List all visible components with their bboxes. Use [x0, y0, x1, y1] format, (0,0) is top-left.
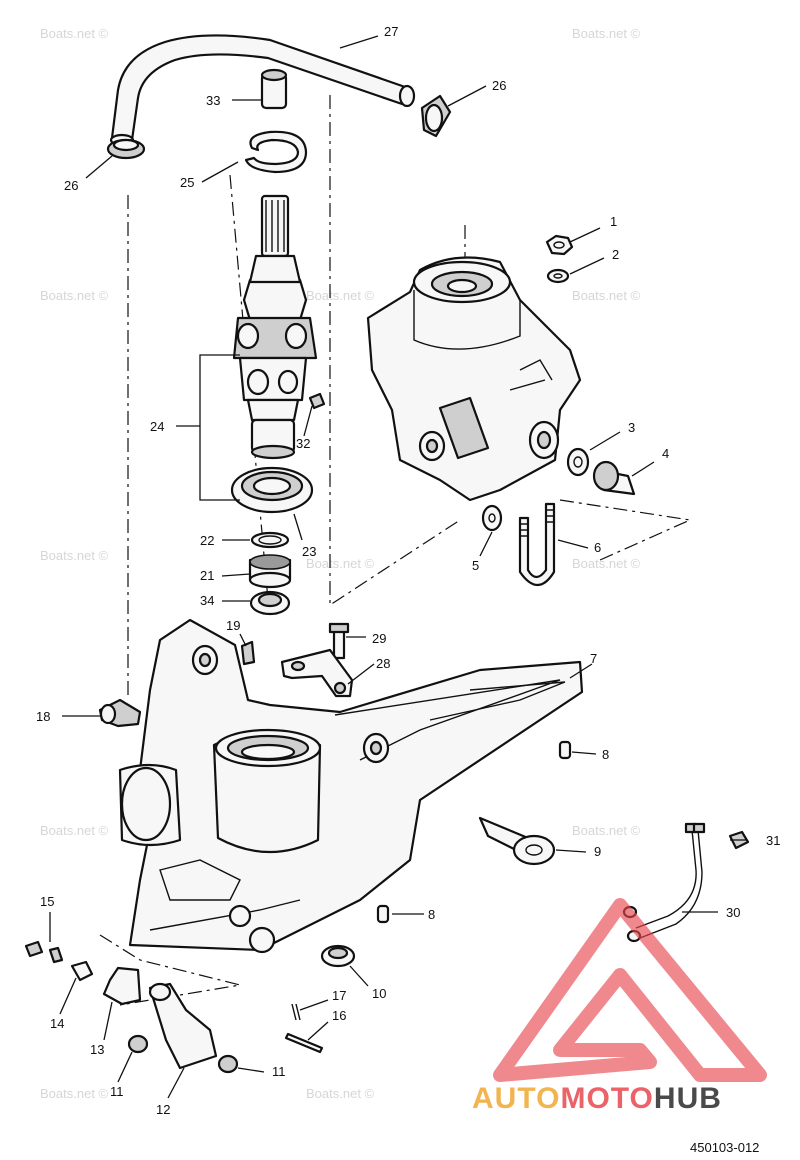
grease-fitting [308, 392, 326, 410]
callout-label: 24 [150, 419, 164, 434]
seal [249, 590, 291, 616]
o-ring [250, 531, 290, 549]
watermark-text: Boats.net © [40, 1086, 109, 1101]
callout-label: 13 [90, 1042, 104, 1057]
callout-label: 3 [628, 420, 635, 435]
brand-part-auto: AUTO [472, 1082, 560, 1115]
brand-part-moto: MOTO [560, 1082, 653, 1115]
gimbal-ring [118, 618, 584, 954]
bushing [217, 1054, 239, 1074]
callout-label: 32 [296, 436, 310, 451]
leader-lines [49, 35, 746, 1099]
bushing [248, 554, 292, 589]
callout-label: 28 [376, 656, 390, 671]
pivot-pin [592, 460, 636, 496]
watermark-text: Boats.net © [40, 823, 109, 838]
callout-label: 8 [602, 747, 609, 762]
watermark-text: Boats.net © [306, 556, 375, 571]
bushing [127, 1034, 149, 1054]
callout-label: 7 [590, 651, 597, 666]
callout-label: 18 [36, 709, 50, 724]
callout-label: 2 [612, 247, 619, 262]
callout-label: 26 [492, 78, 506, 93]
callout-label: 4 [662, 446, 669, 461]
clevis-pin [284, 1032, 324, 1054]
u-bolt [518, 502, 556, 587]
callout-label: 22 [200, 533, 214, 548]
callout-label: 19 [226, 618, 240, 633]
bushing [320, 944, 356, 968]
u-joint-shaft [232, 194, 318, 460]
bolt [328, 622, 350, 660]
gimbal-housing [366, 256, 582, 502]
brand-part-hub: HUB [654, 1082, 722, 1115]
triangle-logo-icon [493, 898, 767, 1082]
elbow-fitting [98, 698, 142, 728]
bracket [148, 982, 218, 1070]
callout-label: 29 [372, 631, 386, 646]
callout-label: 11 [110, 1084, 124, 1099]
callout-label: 21 [200, 568, 214, 583]
brand-watermark: AUTOMOTOHUB [472, 898, 767, 1115]
watermark-text: Boats.net © [40, 288, 109, 303]
pivot-pin [478, 816, 556, 866]
steering-clamp [280, 648, 354, 698]
callout-label: 16 [332, 1008, 346, 1023]
watermark-text: Boats.net © [572, 26, 641, 41]
washer [481, 504, 503, 532]
callout-label: 30 [726, 905, 740, 920]
callout-label: 23 [302, 544, 316, 559]
lock-washer [546, 268, 570, 284]
snap-ring [244, 130, 308, 174]
callout-label: 8 [428, 907, 435, 922]
callout-label: 34 [200, 593, 214, 608]
watermark-text: Boats.net © [306, 1086, 375, 1101]
cap [260, 68, 288, 110]
catalog-number: 450103-012 [690, 1140, 759, 1155]
watermark-text: Boats.net © [572, 556, 641, 571]
callout-label: 17 [332, 988, 346, 1003]
fitting [70, 960, 94, 982]
pin [376, 904, 390, 924]
pin [558, 740, 572, 760]
callout-label: 11 [272, 1064, 286, 1079]
callout-label: 14 [50, 1016, 64, 1031]
watermark-text: Boats.net © [40, 26, 109, 41]
brand-wordmark: AUTOMOTOHUB [472, 1082, 722, 1115]
watermark-text: Boats.net © [572, 288, 641, 303]
callout-label: 6 [594, 540, 601, 555]
callout-label: 10 [372, 986, 386, 1001]
trim-sender-switch [102, 966, 142, 1006]
grease-fitting [240, 640, 256, 666]
bearing [230, 466, 314, 514]
cotter-pin [291, 1003, 301, 1021]
washer [566, 447, 590, 477]
callout-label: 1 [610, 214, 617, 229]
watermark-text: Boats.net © [40, 548, 109, 563]
hose-clamp [106, 138, 146, 160]
callout-label: 26 [64, 178, 78, 193]
callout-label: 12 [156, 1102, 170, 1117]
callout-label: 9 [594, 844, 601, 859]
callout-label: 33 [206, 93, 220, 108]
screw [24, 940, 64, 964]
callout-labels: 1 2 3 4 5 6 7 8 8 9 10 11 11 12 13 14 15… [36, 24, 780, 1117]
callout-label: 25 [180, 175, 194, 190]
watermark-text: Boats.net © [306, 288, 375, 303]
callout-label: 15 [40, 894, 54, 909]
callout-label: 5 [472, 558, 479, 573]
watermark-text: Boats.net © [572, 823, 641, 838]
hose-clamp [420, 94, 452, 138]
callout-label: 31 [766, 833, 780, 848]
callout-label: 27 [384, 24, 398, 39]
nut [545, 234, 574, 256]
